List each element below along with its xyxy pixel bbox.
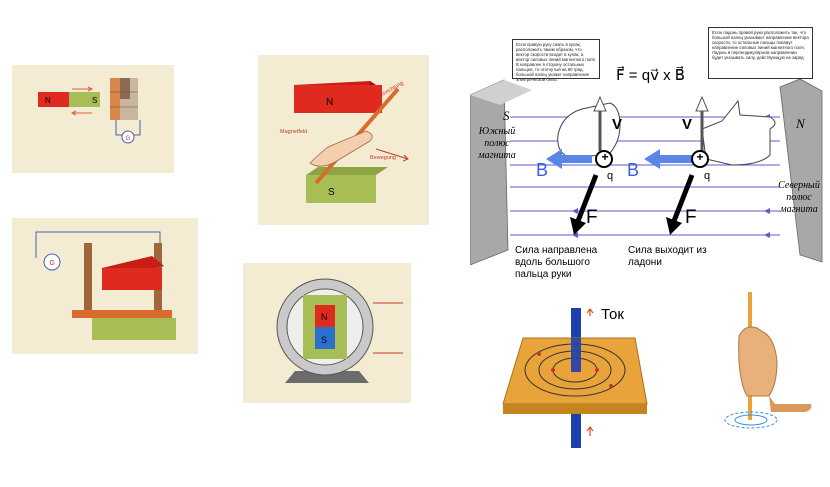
galvanometer-icon — [121, 130, 135, 144]
lorentz-force-panel — [470, 25, 825, 300]
generator-illustration: G — [12, 218, 198, 354]
south-pole-caption: Южный полюс магнита — [478, 126, 516, 161]
south-pole-letter: S — [503, 108, 510, 123]
force-label-right: F — [685, 207, 697, 228]
hand-north-label: N — [326, 97, 333, 108]
hand-rule-panel: N S Bewegung Stromrichtung Magnetfeld — [258, 55, 429, 225]
left-hand-rule-note: Если правую руку сжать в кулак, располож… — [512, 39, 600, 82]
north-magnet — [779, 78, 823, 263]
charge-label-left: q — [607, 170, 614, 182]
charge-right — [691, 150, 709, 168]
svg-text:G: G — [126, 136, 131, 142]
charge-label-right: q — [704, 170, 711, 182]
wire-bottom — [571, 414, 581, 448]
charge-plus-right: + — [696, 150, 704, 164]
wire-field-illustration — [502, 308, 648, 448]
field-label-left: B — [536, 160, 549, 180]
left-hand-caption: Сила направлена вдоль большого пальца ру… — [515, 245, 598, 280]
force-arrow-right — [666, 217, 682, 235]
velocity-label-right: V — [682, 116, 693, 133]
hand-icon — [309, 130, 373, 167]
force-label-left: F — [586, 207, 598, 228]
b-arrow-right — [644, 149, 660, 169]
b-arrow-left — [546, 149, 562, 169]
fist-hand-icon — [557, 102, 621, 158]
field-label-right: B — [627, 160, 640, 180]
motor-south-label: S — [321, 335, 327, 345]
rotor-north — [315, 305, 335, 327]
magnet-north-half — [38, 92, 69, 107]
charge-left — [595, 150, 613, 168]
magnet-block — [102, 268, 162, 290]
motor-panel: N S — [243, 263, 411, 403]
motor-illustration: N S — [243, 263, 411, 403]
rotor-south — [315, 327, 335, 349]
coil-left — [84, 243, 92, 315]
lorentz-formula: F⃗ = qv⃗ x B⃗ — [616, 67, 686, 84]
hand-grip-panel — [715, 292, 815, 442]
magnet-south-label: S — [92, 96, 97, 105]
velocity-label-left: V — [612, 116, 623, 133]
north-pole-caption: Северный полюс магнита — [778, 180, 820, 215]
hand-motion-label: Bewegung — [370, 155, 396, 161]
svg-text:G: G — [50, 260, 55, 267]
charge-plus-left: + — [601, 150, 609, 164]
current-label: Ток — [601, 306, 624, 323]
galvanometer-icon — [43, 253, 61, 271]
generator-panel: G — [12, 218, 198, 354]
magnet-south-half — [69, 92, 100, 107]
south-magnet — [470, 79, 509, 266]
lorentz-force-diagram — [470, 78, 823, 266]
hand-south-label: S — [328, 187, 335, 198]
magnet-base — [92, 318, 176, 340]
magnet-north-label: N — [45, 96, 51, 105]
hand-field-label: Magnetfeld — [280, 129, 307, 135]
bar-magnet-illustration: N S G — [12, 65, 174, 173]
bar-magnet-panel: N S G — [12, 65, 174, 173]
magnet-north-block — [294, 85, 382, 113]
right-hand-caption: Сила выходит из ладони — [628, 245, 707, 268]
motor-north-label: N — [321, 312, 328, 322]
wire-top — [571, 308, 581, 338]
wire-field-panel — [495, 308, 655, 453]
north-pole-letter: N — [796, 116, 805, 131]
open-palm-icon — [701, 99, 776, 166]
force-arrow-left — [570, 217, 586, 235]
gripping-hand-icon — [738, 326, 778, 397]
hand-rule-illustration: N S Bewegung Stromrichtung Magnetfeld — [258, 55, 429, 225]
right-hand-rule-note: Если ладонь правой руки расположить так,… — [708, 27, 813, 79]
current-arrow-icon — [586, 308, 594, 316]
hand-grip-illustration — [724, 292, 812, 429]
magnet-south-block — [306, 175, 376, 203]
